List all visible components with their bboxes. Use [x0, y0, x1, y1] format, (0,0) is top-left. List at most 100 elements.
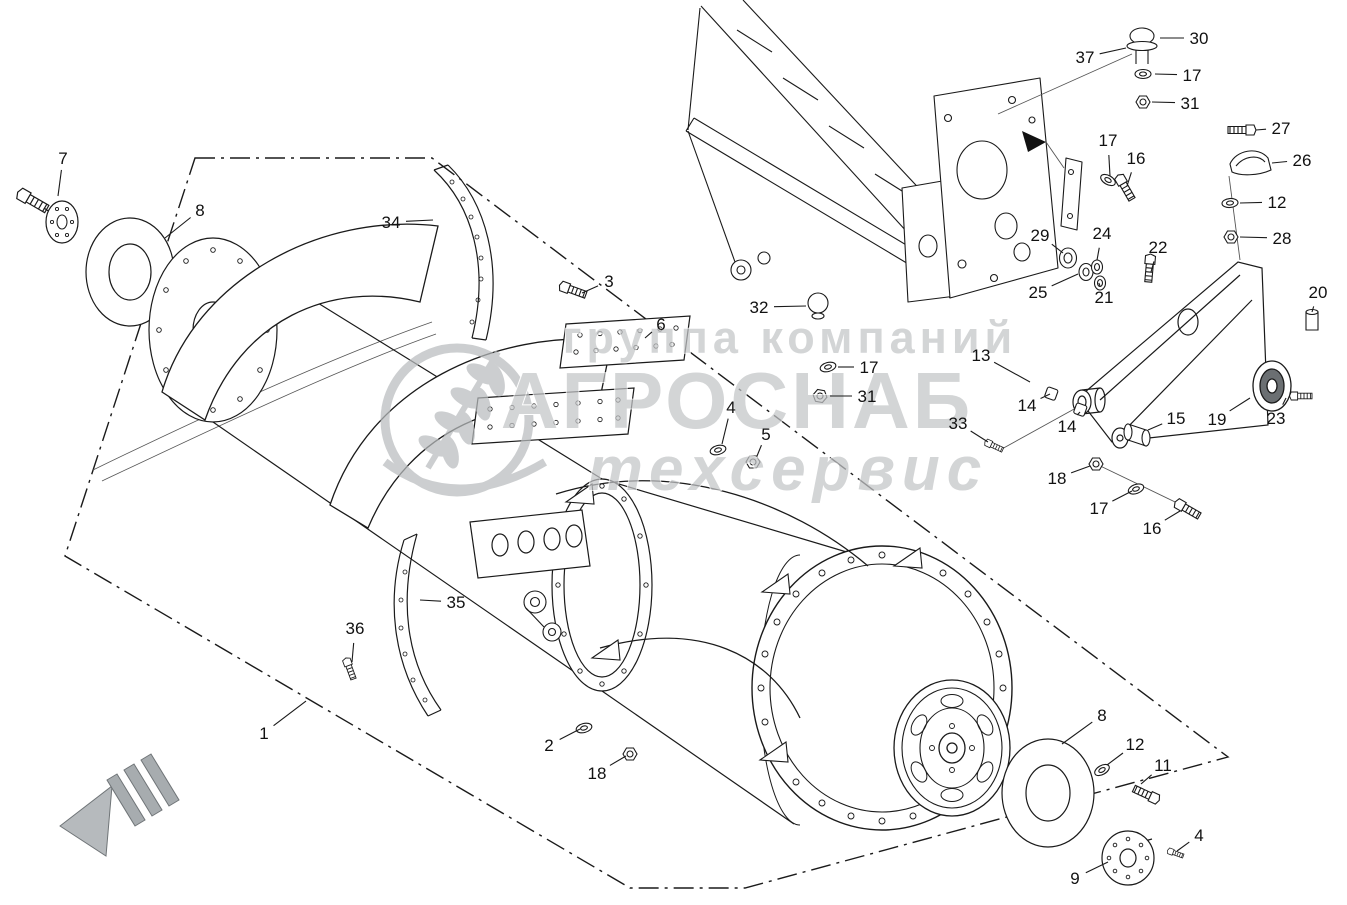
leader-line — [721, 418, 729, 445]
callout-label-31: 31 — [1181, 94, 1200, 113]
callout-label-16: 16 — [1143, 519, 1162, 538]
watermark-line-3: техсервис — [588, 435, 989, 504]
leader-line — [1150, 261, 1155, 273]
fasteners — [341, 27, 1319, 806]
callout-label-6: 6 — [656, 315, 665, 334]
callout-label-2: 2 — [544, 736, 553, 755]
callout-label-31: 31 — [858, 387, 877, 406]
leader-line — [756, 444, 762, 457]
knife-tabs — [564, 483, 923, 763]
callout-label-12: 12 — [1126, 735, 1145, 754]
leader-line — [164, 217, 191, 239]
callout-label-26: 26 — [1293, 151, 1312, 170]
front-hub — [1101, 830, 1185, 886]
callout-label-33: 33 — [949, 414, 968, 433]
callout-label-17: 17 — [860, 358, 879, 377]
leader-line — [1099, 47, 1127, 55]
watermark-logo — [380, 343, 548, 497]
leader-line — [1147, 423, 1163, 431]
callout-label-4: 4 — [1194, 826, 1203, 845]
leader-line — [1239, 201, 1263, 204]
leader-line — [1176, 841, 1190, 852]
leader-line — [1106, 752, 1124, 766]
leader-line — [970, 430, 989, 443]
link-plate — [1060, 157, 1083, 231]
callout-label-14: 14 — [1058, 417, 1077, 436]
callout-label-34: 34 — [382, 213, 401, 232]
leader-line — [1140, 774, 1153, 785]
callout-label-20: 20 — [1309, 283, 1328, 302]
callout-label-12: 12 — [1268, 193, 1287, 212]
leader-line — [273, 700, 307, 727]
support-bracket — [999, 175, 1269, 515]
callout-label-4: 4 — [726, 398, 735, 417]
callout-label-32: 32 — [750, 298, 769, 317]
perforated-strip-upper — [559, 315, 691, 369]
callout-label-17: 17 — [1099, 131, 1118, 150]
leader-line — [419, 599, 442, 602]
leader-line — [1229, 397, 1251, 412]
leader-line — [1255, 128, 1267, 131]
leader-line — [1112, 490, 1133, 502]
callout-label-17: 17 — [1183, 66, 1202, 85]
leader-line — [1070, 465, 1091, 474]
leader-line — [1271, 160, 1288, 164]
wear-segment-35 — [393, 533, 442, 717]
direction-arrow — [59, 753, 180, 857]
chassis-frame — [685, 0, 1133, 303]
callout-label-23: 23 — [1267, 409, 1286, 428]
leader-line — [1051, 273, 1079, 287]
phantom-boundary — [64, 157, 1230, 889]
callout-label-7: 7 — [58, 149, 67, 168]
leader-line — [1051, 243, 1064, 254]
leader-line — [1282, 397, 1287, 405]
rubber-cap-32 — [807, 292, 829, 314]
callout-label-16: 16 — [1127, 149, 1146, 168]
watermark-line-1: группа компаний — [563, 312, 1017, 363]
callout-label-37: 37 — [1076, 48, 1095, 67]
leader-line — [1098, 282, 1101, 287]
leader-line — [1164, 510, 1181, 521]
callout-label-29: 29 — [1031, 226, 1050, 245]
callout-label-28: 28 — [1273, 229, 1292, 248]
leader-line — [351, 642, 355, 663]
callout-label-17: 17 — [1090, 499, 1109, 518]
callout-label-14: 14 — [1018, 396, 1037, 415]
bearing-journal — [523, 590, 562, 642]
callout-label-18: 18 — [1048, 469, 1067, 488]
callout-label-22: 22 — [1149, 238, 1168, 257]
callout-label-3: 3 — [604, 272, 613, 291]
leader-line — [1085, 861, 1109, 874]
callout-label-5: 5 — [761, 425, 770, 444]
callout-label-1: 1 — [259, 724, 268, 743]
callout-label-18: 18 — [588, 764, 607, 783]
leader-line — [1108, 154, 1111, 177]
wear-segment-34 — [433, 164, 494, 341]
leader-line — [773, 305, 807, 308]
callout-label-25: 25 — [1029, 283, 1048, 302]
callout-label-11: 11 — [1154, 756, 1172, 775]
leader-line — [1040, 393, 1051, 400]
callout-label-9: 9 — [1070, 869, 1079, 888]
callout-label-13: 13 — [972, 346, 991, 365]
leader-line — [581, 285, 599, 294]
leader-line — [405, 219, 434, 222]
rear-shaft-bolt — [14, 186, 79, 244]
front-seal-ring — [1001, 738, 1095, 848]
callout-label-19: 19 — [1208, 410, 1227, 429]
callout-label-35: 35 — [447, 593, 466, 612]
leader-line — [57, 169, 62, 197]
leader-line — [559, 728, 581, 740]
callout-label-27: 27 — [1272, 119, 1291, 138]
leader-line — [1096, 247, 1100, 261]
leader-line — [1061, 721, 1093, 745]
callout-label-15: 15 — [1167, 409, 1186, 428]
watermark: группа компаний АГРОСНАБ техсервис — [380, 311, 1017, 505]
stud-37 — [1135, 50, 1149, 64]
leader-line — [1239, 236, 1268, 239]
watermark-line-2: АГРОСНАБ — [501, 356, 973, 445]
pulley-wheel — [893, 679, 1011, 817]
